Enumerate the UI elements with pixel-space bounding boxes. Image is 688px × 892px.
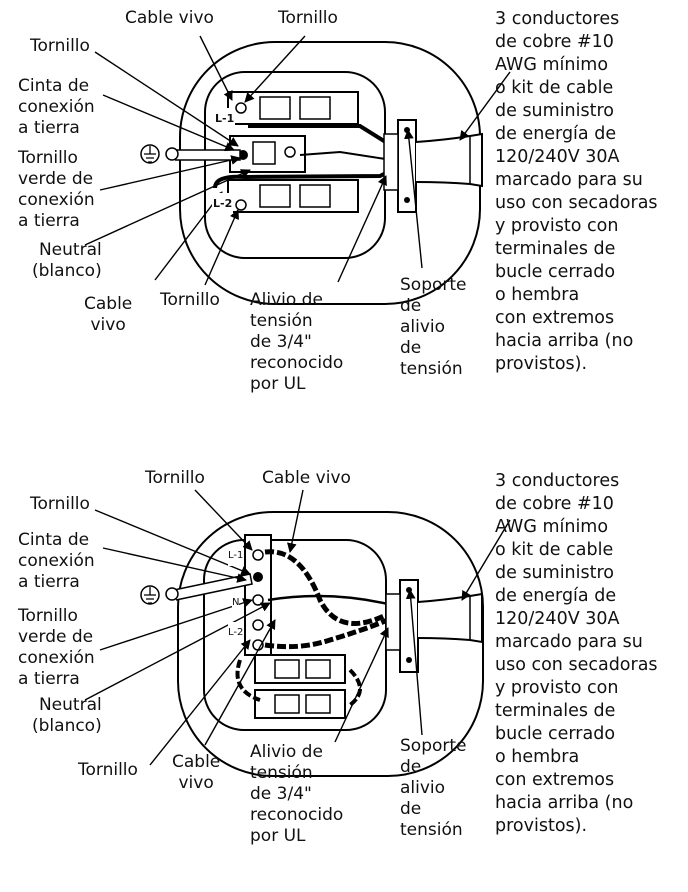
d2-label-cable-vivo-bottom: Cable vivo <box>172 752 221 793</box>
d2-tag-l2: L-2 <box>228 622 244 643</box>
d1-label-neutral: Neutral (blanco) <box>32 240 102 281</box>
d1-ground-strap <box>175 149 241 161</box>
d2-label-neutral: Neutral (blanco) <box>32 695 102 736</box>
d2-tag-l1: L-1 <box>228 545 244 566</box>
d1-tag-l2: L-2 <box>212 193 234 214</box>
d1-ground-block <box>229 135 306 173</box>
d2-wire-neutral <box>267 594 393 607</box>
d2-label-alivio: Alivio de tensión de 3/4" reconocido por… <box>250 742 344 846</box>
d2-supply-cable <box>417 592 483 644</box>
d2-enclosure-outer <box>177 511 484 777</box>
d2-label-tornillo-top: Tornillo <box>145 468 205 488</box>
d1-tag-l1: L-1 <box>214 108 236 129</box>
d1-label-tornillo-verde: Tornillo verde de conexión a tierra <box>18 148 95 231</box>
diagram1-drawing <box>84 35 511 305</box>
d2-label-tornillo-verde: Tornillo verde de conexión a tierra <box>18 606 95 689</box>
d1-label-tornillo-top: Tornillo <box>278 8 338 28</box>
d2-wire-hot-2 <box>264 615 394 650</box>
d1-supply-cable <box>415 132 483 188</box>
d2-tag-n: N <box>232 592 240 613</box>
d1-label-tornillo-bottom: Tornillo <box>160 290 220 310</box>
d1-leader-lines <box>84 35 511 286</box>
d2-side-instructions: 3 conductores de cobre #10 AWG mínimo o … <box>495 471 658 836</box>
d1-side-instructions: 3 conductores de cobre #10 AWG mínimo o … <box>495 9 658 374</box>
d1-terminal-block-top <box>227 91 359 125</box>
d2-label-cinta: Cinta de conexión a tierra <box>18 530 95 592</box>
d2-label-soporte: Soporte de alivio de tensión <box>400 736 467 840</box>
d1-label-alivio: Alivio de tensión de 3/4" reconocido por… <box>250 290 344 394</box>
d1-label-cable-vivo-bottom: Cable vivo <box>84 294 133 335</box>
d2-label-cable-vivo-top: Cable vivo <box>262 468 351 488</box>
d2-leader-lines <box>84 489 511 766</box>
d1-wire-neutral <box>299 150 393 161</box>
d1-label-tornillo-left: Tornillo <box>30 36 90 56</box>
d1-label-soporte: Soporte de alivio de tensión <box>400 275 467 379</box>
d2-ground-strap <box>173 573 253 601</box>
d2-label-tornillo-left: Tornillo <box>30 494 90 514</box>
d2-wire-hot-1 <box>264 549 394 627</box>
d2-terminal-blocks-lower <box>254 654 346 719</box>
d1-wire-hot-1 <box>248 124 394 148</box>
diagram2-drawing <box>84 489 511 777</box>
d1-label-cinta: Cinta de conexión a tierra <box>18 76 95 138</box>
d2-label-tornillo-bottom: Tornillo <box>78 760 138 780</box>
d1-terminal-block-bottom <box>227 179 359 213</box>
d1-label-cable-vivo-top: Cable vivo <box>125 8 214 28</box>
